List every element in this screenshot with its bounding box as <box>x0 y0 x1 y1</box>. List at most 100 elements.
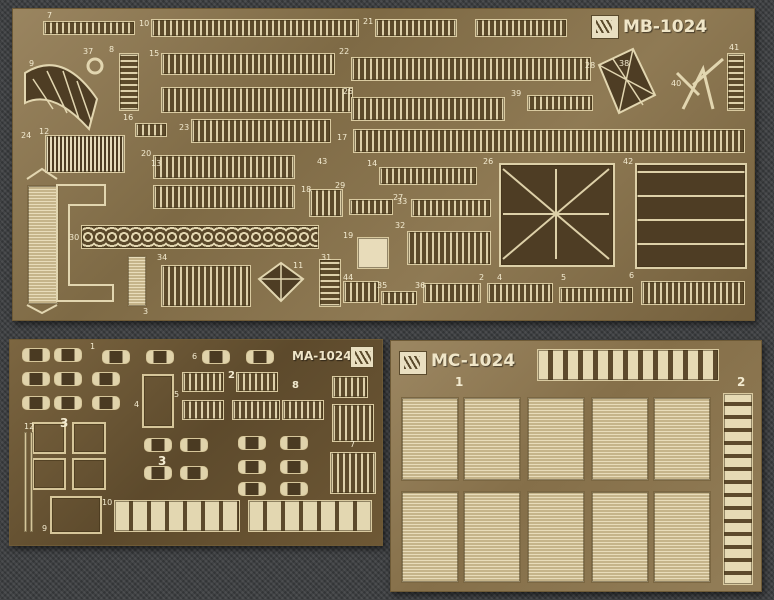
vertical-ladder-part <box>119 53 139 111</box>
tripod-part <box>675 57 724 110</box>
ladder-part <box>381 291 417 305</box>
part-number: 13 <box>151 159 162 168</box>
part-number: 26 <box>483 157 494 166</box>
part-number: 15 <box>149 49 160 58</box>
dogbone-part <box>22 372 50 386</box>
part-number: 2 <box>479 273 485 282</box>
part-number: 9 <box>29 59 35 68</box>
manufacturer-logo <box>350 346 374 368</box>
deck-plate <box>527 491 585 583</box>
ladder-part <box>351 57 591 81</box>
ladder-part <box>343 281 379 303</box>
deck-plate <box>591 491 649 583</box>
part-number: 44 <box>343 273 354 282</box>
ladder-part <box>182 400 224 420</box>
part-number: 3 <box>143 307 149 316</box>
part-number: 28 <box>585 61 596 70</box>
part-number: 8 <box>292 380 299 391</box>
ladder-part <box>191 119 331 143</box>
bracket-row-part <box>114 500 240 532</box>
part-number: 12 <box>39 127 50 136</box>
part-number: 34 <box>157 253 168 262</box>
bracket-plate-part <box>127 255 147 307</box>
deck-plate <box>591 397 649 481</box>
vertical-parts-strip <box>723 393 753 585</box>
part-number: 38 <box>619 59 630 68</box>
part-number: 6 <box>629 271 635 280</box>
fret-code-mb: MB-1024 <box>623 17 708 37</box>
bracket-part <box>72 458 106 490</box>
square-plate-part <box>357 237 389 269</box>
ladder-part <box>411 199 491 217</box>
curved-truss-part <box>24 64 99 132</box>
ladder-part <box>161 87 353 113</box>
part-number: 27 <box>393 193 404 202</box>
part-number: 2 <box>737 375 746 389</box>
part-number: 4 <box>134 400 140 409</box>
dogbone-part <box>280 436 308 450</box>
ladder-part <box>559 287 633 303</box>
part-number: 40 <box>671 79 682 88</box>
dogbone-part <box>280 460 308 474</box>
part-number: 14 <box>367 159 378 168</box>
bracket-part <box>142 374 174 428</box>
dogbone-part <box>92 396 120 410</box>
part-number: 42 <box>623 157 634 166</box>
part-number: 23 <box>179 123 190 132</box>
dogbone-part <box>54 396 82 410</box>
part-number: 37 <box>83 47 94 56</box>
part-number: 4 <box>497 273 503 282</box>
part-number: 1 <box>90 342 96 351</box>
part-number: 20 <box>141 149 152 158</box>
grid-frame-part <box>635 163 747 269</box>
ladder-part <box>161 53 335 75</box>
part-number: 2 <box>228 370 235 381</box>
part-number: 10 <box>139 19 150 28</box>
part-number: 21 <box>363 17 374 26</box>
ladder-part <box>379 167 477 185</box>
part-number: 25 <box>343 87 354 96</box>
part-number: 30 <box>69 233 80 242</box>
bracket-part <box>32 458 66 490</box>
ladder-part <box>236 372 278 392</box>
deck-plate <box>463 491 521 583</box>
bracket-plate-part <box>27 185 59 305</box>
mb-line-art <box>24 47 724 315</box>
part-number: 5 <box>561 273 567 282</box>
part-number: 41 <box>729 43 740 52</box>
deck-plate <box>653 491 711 583</box>
manufacturer-logo <box>399 351 427 375</box>
dogbone-part <box>102 350 130 364</box>
part-number: 32 <box>395 221 406 230</box>
dogbone-part <box>180 438 208 452</box>
ladder-part <box>153 155 295 179</box>
truss-braces <box>32 70 92 122</box>
ladder-part <box>151 19 359 37</box>
part-number: 16 <box>123 113 134 122</box>
ladder-part <box>527 95 593 111</box>
fret-ma: MA-1024 1 6 2 8 3 4 5 7 3 12 9 1 <box>9 339 383 546</box>
ladder-part <box>475 19 567 37</box>
deck-plate <box>653 397 711 481</box>
ladder-part <box>375 19 457 37</box>
grating-part <box>45 135 125 173</box>
bracket-part <box>50 496 102 534</box>
l-bracket-part <box>56 184 114 302</box>
rod-part <box>24 432 27 532</box>
dogbone-part <box>144 438 172 452</box>
part-number: 7 <box>350 440 356 449</box>
ladder-part <box>43 21 135 35</box>
dogbone-part <box>238 482 266 496</box>
dogbone-part <box>202 350 230 364</box>
part-number: 7 <box>47 11 53 20</box>
fret-code-mc: MC-1024 <box>431 351 516 371</box>
vertical-ladder-part <box>727 53 745 111</box>
part-number: 35 <box>377 281 388 290</box>
dogbone-part <box>54 372 82 386</box>
bracket-part <box>72 422 106 454</box>
deck-plate <box>401 491 459 583</box>
part-number: 12 <box>24 422 35 431</box>
part-number: 1 <box>455 375 464 389</box>
dogbone-part <box>238 460 266 474</box>
part-number: 19 <box>343 231 354 240</box>
